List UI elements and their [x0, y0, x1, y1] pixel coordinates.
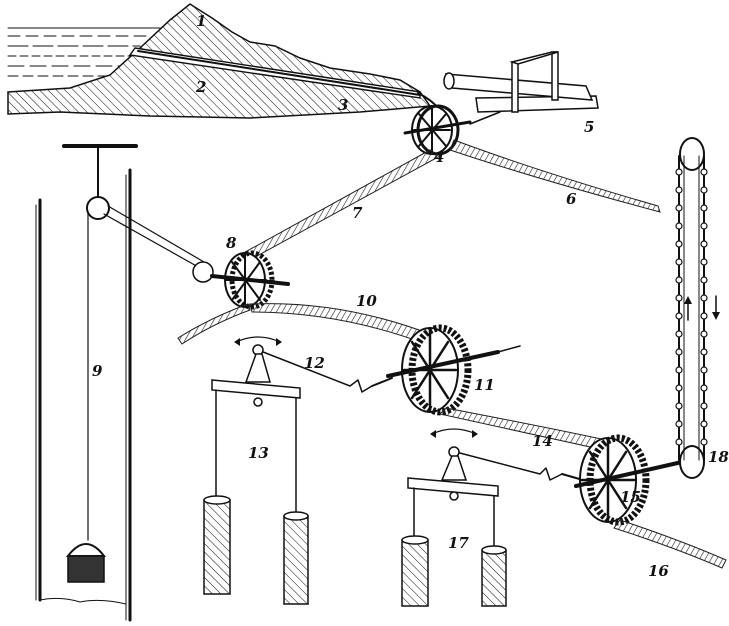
chain-bucket	[675, 276, 683, 284]
chain-bucket	[675, 384, 683, 392]
chain-bucket	[675, 402, 683, 410]
label-5: 5	[584, 118, 594, 136]
bucket-chain-18	[675, 137, 720, 479]
pump-13	[203, 336, 309, 605]
shaft-lift-9	[35, 144, 205, 622]
label-1: 1	[196, 12, 206, 30]
chain-bucket	[675, 168, 683, 176]
chain-bucket	[700, 186, 708, 194]
water-wheel-4	[403, 104, 472, 156]
label-8: 8	[226, 234, 237, 252]
label-15: 15	[620, 488, 641, 506]
chain-bucket	[700, 438, 708, 446]
chain-bucket	[700, 258, 708, 266]
chain-bucket	[675, 186, 683, 194]
river-water	[7, 27, 161, 77]
chain-bucket	[700, 294, 708, 302]
chain-bucket	[675, 294, 683, 302]
label-16: 16	[648, 562, 669, 580]
label-12: 12	[304, 354, 325, 372]
chain-bucket	[700, 312, 708, 320]
chain-bucket	[700, 168, 708, 176]
label-13: 13	[248, 444, 269, 462]
chain-bucket	[675, 438, 683, 446]
label-14: 14	[532, 432, 553, 450]
chain-bucket	[675, 348, 683, 356]
label-9: 9	[92, 362, 103, 380]
chain-bucket	[700, 222, 708, 230]
log-frame-5	[443, 51, 599, 125]
label-6: 6	[566, 190, 577, 208]
chain-bucket	[675, 366, 683, 374]
chain-bucket	[700, 366, 708, 374]
label-10: 10	[356, 292, 377, 310]
label-17: 17	[448, 534, 469, 552]
pulley-wheel-11	[386, 324, 521, 416]
chain-bucket	[700, 420, 708, 428]
label-2: 2	[195, 78, 206, 96]
chain-bucket	[700, 204, 708, 212]
chain-bucket	[700, 348, 708, 356]
label-11: 11	[474, 376, 495, 394]
chain-bucket	[675, 330, 683, 338]
label-4: 4	[434, 148, 444, 166]
chain-bucket	[675, 258, 683, 266]
chain-bucket	[700, 240, 708, 248]
chain-bucket	[675, 240, 683, 248]
pulley-wheel-8	[192, 250, 290, 310]
pump-17	[401, 428, 507, 607]
chain-bucket	[700, 384, 708, 392]
chain-bucket	[700, 402, 708, 410]
label-18: 18	[708, 448, 729, 466]
chain-bucket	[675, 222, 683, 230]
pulley-wheel-15	[574, 434, 684, 526]
chain-bucket	[700, 330, 708, 338]
mountain-bank	[7, 3, 432, 119]
label-7: 7	[352, 204, 363, 222]
chain-bucket	[675, 204, 683, 212]
chain-bucket	[675, 420, 683, 428]
label-3: 3	[338, 96, 348, 114]
chain-bucket	[675, 312, 683, 320]
chain-bucket	[700, 276, 708, 284]
